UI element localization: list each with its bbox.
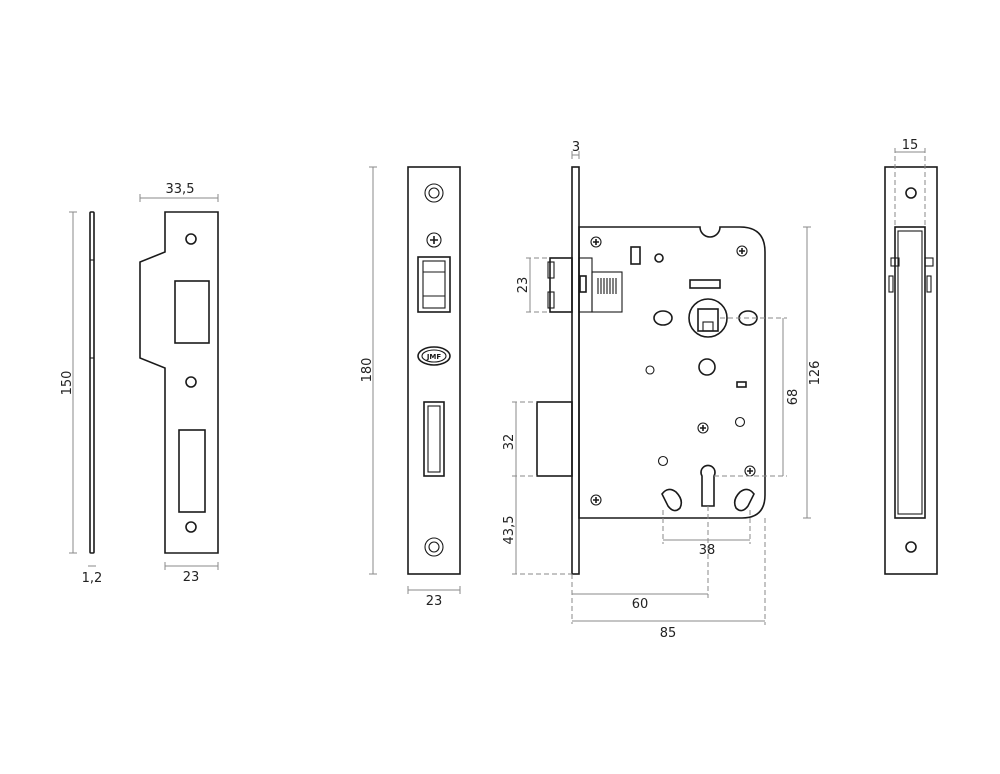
dim-faceplate-height: 180 <box>360 358 375 383</box>
dim-side-width: 15 <box>902 138 919 153</box>
dim-strike-height: 150 <box>60 371 75 396</box>
dim-strike-lip-width: 33,5 <box>166 182 195 197</box>
dim-case-depth: 85 <box>660 626 677 641</box>
dim-spindle-keyhole: 68 <box>786 389 801 406</box>
dim-strike-thickness: 1,2 <box>82 571 103 586</box>
dim-deadbolt-height: 32 <box>502 434 517 451</box>
strike-plate-side-view <box>69 211 96 567</box>
logo-text: JMF <box>426 353 442 361</box>
dim-keyhole-spacing: 38 <box>699 543 716 558</box>
dim-faceplate-width: 23 <box>426 594 443 609</box>
dim-bottom-offset: 43,5 <box>502 516 517 545</box>
dim-forend-thickness: 3 <box>572 140 580 155</box>
dim-backset: 60 <box>632 597 649 612</box>
lock-side-view <box>884 148 938 575</box>
brand-logo: JMF <box>417 346 451 366</box>
dim-case-height: 126 <box>808 361 823 386</box>
faceplate-front-view <box>369 166 461 594</box>
dim-latch-height: 23 <box>516 277 531 294</box>
strike-plate-front-view <box>139 194 219 570</box>
dim-strike-width: 23 <box>183 570 200 585</box>
lock-body-view <box>512 151 811 625</box>
